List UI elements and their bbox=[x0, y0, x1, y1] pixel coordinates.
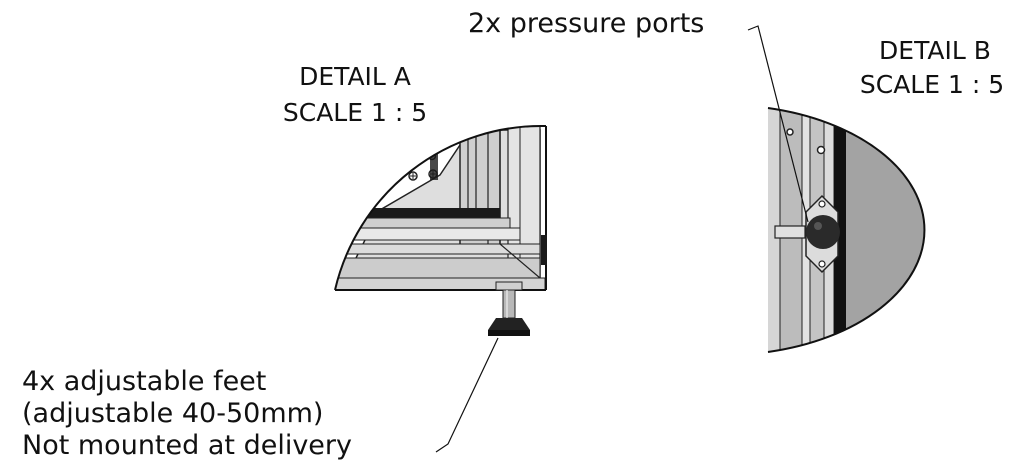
leader-adjustable-feet bbox=[435, 337, 499, 453]
feet-callout-line2: (adjustable 40-50mm) bbox=[22, 398, 324, 429]
detail-a-title: DETAIL A bbox=[299, 62, 411, 91]
detail-b-view bbox=[767, 107, 926, 353]
detail-b-boundary bbox=[767, 107, 926, 353]
pressure-port-icon bbox=[774, 194, 840, 274]
detail-b-scale: SCALE 1 : 5 bbox=[859, 70, 1005, 99]
leader-pressure-ports bbox=[747, 25, 809, 223]
bolt-icon bbox=[408, 171, 418, 181]
feet-callout-line3: Not mounted at delivery bbox=[22, 430, 352, 461]
detail-a-scale: SCALE 1 : 5 bbox=[282, 98, 428, 127]
feet-callout-line1: 4x adjustable feet bbox=[22, 366, 267, 397]
detail-a-view bbox=[334, 124, 547, 336]
horizontal-profile bbox=[335, 208, 500, 218]
adjustable-foot-icon bbox=[488, 281, 530, 336]
pressure-ports-callout: 2x pressure ports bbox=[468, 8, 705, 39]
detail-b-title: DETAIL B bbox=[879, 36, 991, 65]
